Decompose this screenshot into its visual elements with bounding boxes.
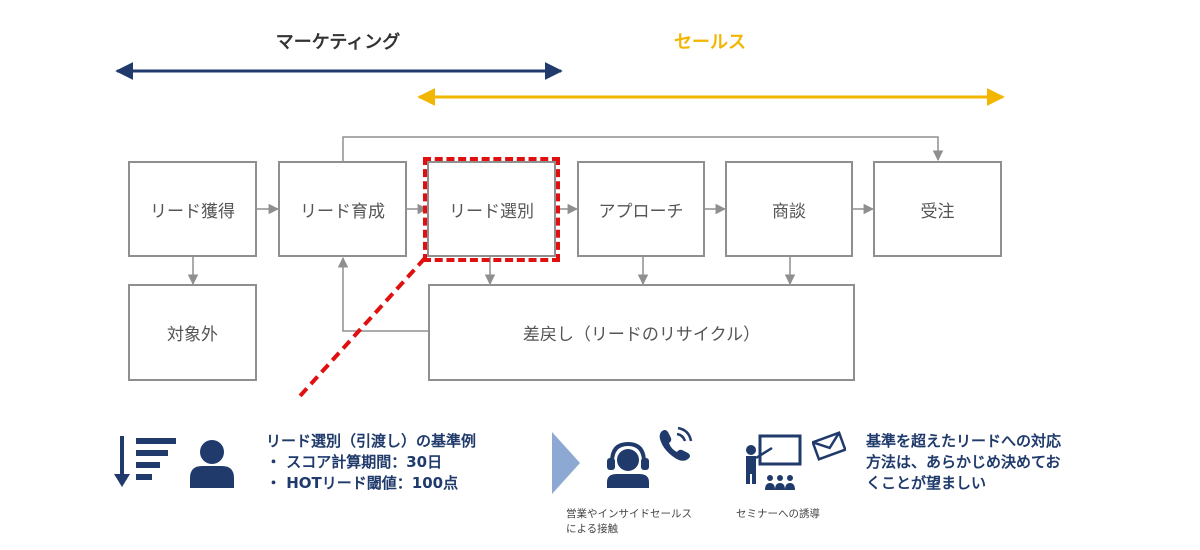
note-line: 基準を超えたリードへの対応 <box>866 432 1062 450</box>
criteria-block: リード選別（引渡し）の基準例 ・ スコア計算期間：30日 ・ HOTリード閾値：… <box>266 431 536 494</box>
box-lead-qualification-label: リード選別 <box>449 201 534 222</box>
note-line: 方法は、あらかじめ決めてお <box>866 453 1061 471</box>
box-lead-acquisition: リード獲得 <box>128 161 257 257</box>
sales-contact-caption-line2: による接触 <box>566 523 619 535</box>
box-recycle-label: 差戻し（リードのリサイクル） <box>522 325 761 345</box>
seminar-caption-text: セミナーへの誘導 <box>736 508 820 520</box>
box-order-label: 受注 <box>920 201 955 222</box>
box-lead-qualification: リード選別 <box>427 161 556 257</box>
sales-contact-caption-line1: 営業やインサイドセールス <box>566 508 692 520</box>
envelope-icon <box>812 431 846 461</box>
box-recycle: 差戻し（リードのリサイクル） <box>428 284 855 381</box>
box-out-of-scope: 対象外 <box>128 284 257 381</box>
box-approach: アプローチ <box>577 161 705 257</box>
box-lead-nurturing-label: リード育成 <box>300 201 385 222</box>
box-order: 受注 <box>873 161 1002 257</box>
sales-label: セールス <box>674 32 746 53</box>
presentation-icon <box>746 434 802 490</box>
criteria-item: ・ HOTリード閾値：100点 <box>266 474 459 492</box>
box-lead-acquisition-label: リード獲得 <box>150 201 235 222</box>
box-lead-nurturing: リード育成 <box>278 161 407 257</box>
arrow-nurture-to-order <box>342 136 944 162</box>
box-out-of-scope-label: 対象外 <box>167 325 218 345</box>
criteria-title: リード選別（引渡し）の基準例 <box>266 432 477 450</box>
phone-call-icon <box>659 426 693 461</box>
sales-contact-caption: 営業やインサイドセールス による接触 <box>566 507 736 537</box>
seminar-caption: セミナーへの誘導 <box>736 507 856 522</box>
note-line: くことが望ましい <box>866 474 987 492</box>
highlight-frame <box>423 157 560 262</box>
note-block: 基準を超えたリードへの対応 方法は、あらかじめ決めてお くことが望ましい <box>866 431 1106 494</box>
person-icon <box>190 440 234 488</box>
marketing-label: マーケティング <box>275 32 401 53</box>
highlight-callout-line <box>298 256 427 398</box>
box-negotiation: 商談 <box>725 161 853 257</box>
box-negotiation-label: 商談 <box>772 201 806 222</box>
arrow-recycle-to-nurture <box>337 256 428 332</box>
sort-descending-icon <box>114 436 176 487</box>
chevron-right-icon <box>552 432 580 494</box>
box-approach-label: アプローチ <box>598 201 684 222</box>
criteria-item: ・ スコア計算期間：30日 <box>266 453 443 471</box>
headset-operator-icon <box>607 441 649 488</box>
